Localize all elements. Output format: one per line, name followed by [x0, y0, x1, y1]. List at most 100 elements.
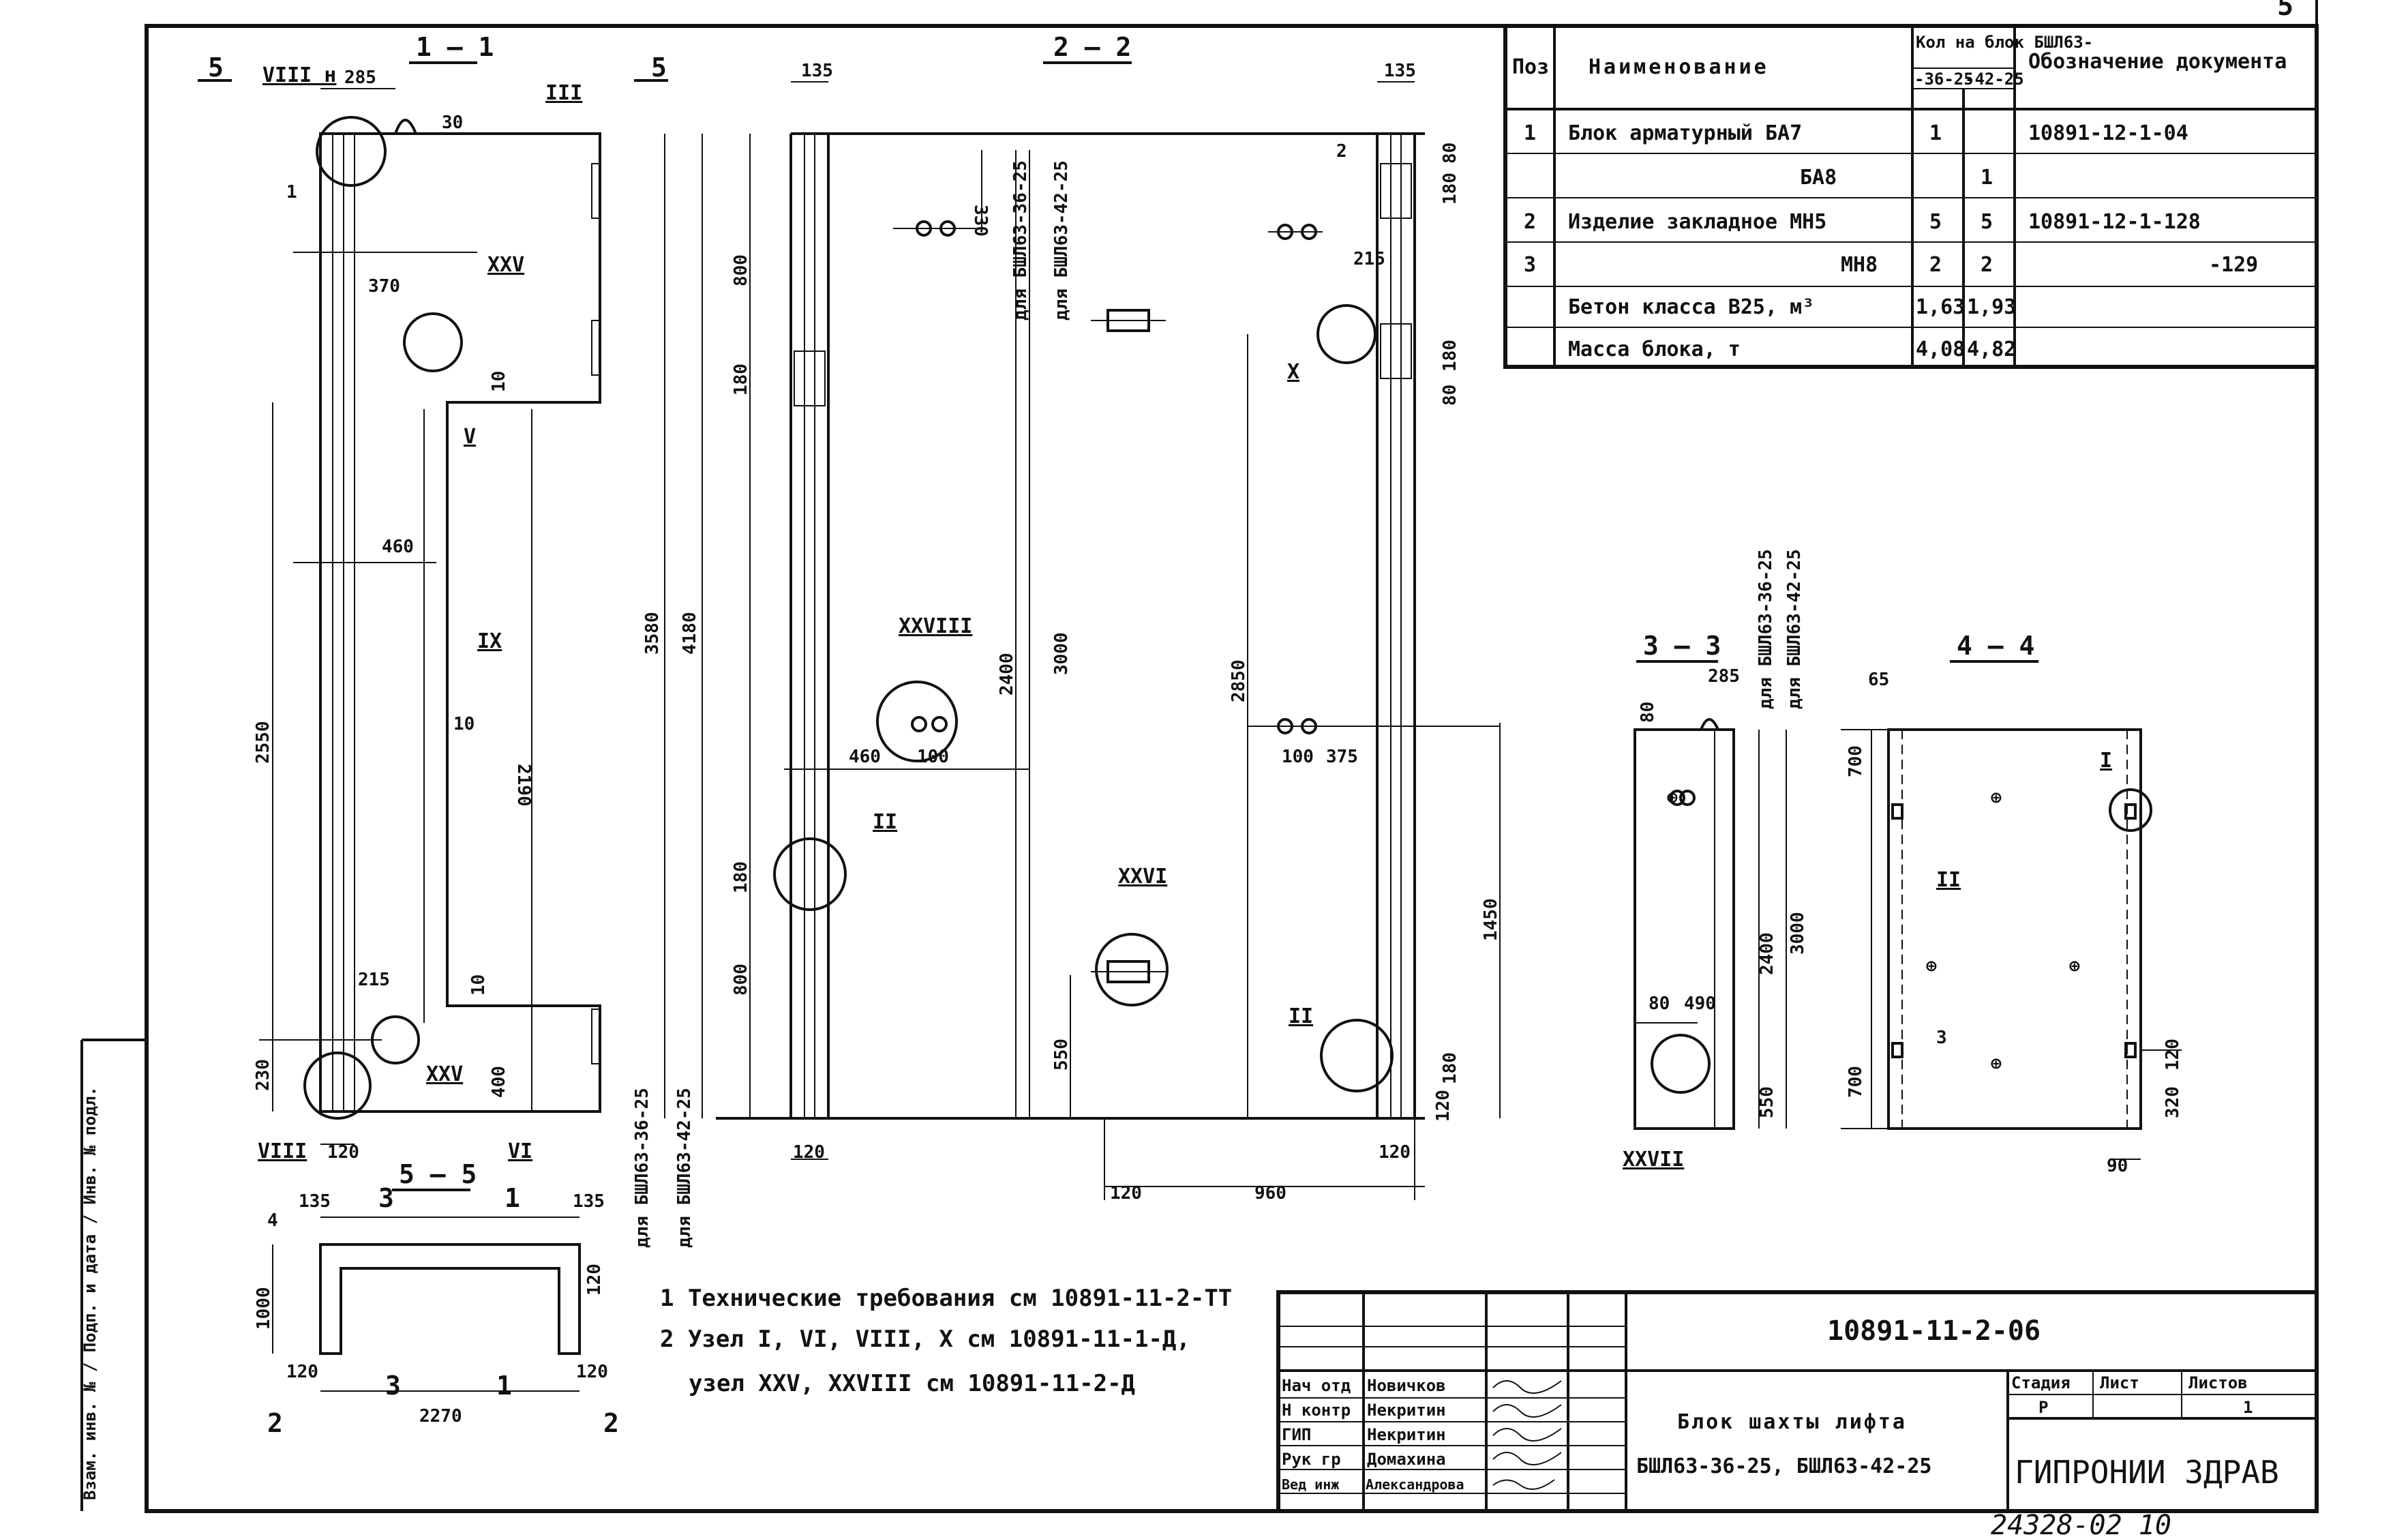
dim-33-3000: 3000	[1788, 912, 1808, 955]
spec-head-qty: Кол на блок БШЛ63-	[1916, 33, 2093, 52]
label-for-42-bottom: для БШЛ63-42-25	[674, 1088, 695, 1248]
dim-22-180a: 180	[731, 363, 751, 396]
note-2: 2 Узел I, VI, VIII, X см 10891-11-1-Д,	[660, 1326, 1190, 1353]
tb-role-4: Рук гр	[1282, 1450, 1341, 1469]
spec-r3-doc: 10891-12-1-128	[2028, 210, 2201, 234]
dim-44-65: 65	[1868, 670, 1889, 690]
dim-22-80a: 80	[1440, 143, 1460, 164]
spec-table: Поз Наименование Кол на блок БШЛ63- -36-…	[1503, 24, 2319, 369]
spec-r5-b: 1,93	[1967, 295, 2016, 319]
insert-mark-d: ⊕	[1991, 1054, 2002, 1074]
dim-44-90: 90	[2107, 1156, 2128, 1176]
cut-1-bottom: 1	[496, 1371, 512, 1401]
section-4-4-outline	[1887, 728, 2142, 1130]
dim-11-400: 400	[489, 1066, 509, 1098]
cut-3-top: 3	[378, 1183, 394, 1213]
signature-5	[1492, 1479, 1555, 1490]
section-2-2-title: 2 — 2	[1053, 32, 1131, 62]
section-1-1: 1 — 1 5 5 285 30 370 10 460 10 2190 10	[198, 32, 668, 1163]
tb-stage: Р	[2038, 1398, 2048, 1417]
tb-code: 10891-11-2-06	[1827, 1315, 2041, 1347]
dim-55-2270: 2270	[419, 1406, 462, 1427]
cut-2-left: 2	[267, 1408, 283, 1438]
spec-head-qty-a: -36-25	[1914, 70, 1974, 89]
dim-22-3000: 3000	[1051, 632, 1072, 675]
node-I: I	[2100, 749, 2112, 773]
dim-55-135b: 135	[573, 1191, 605, 1212]
spec-r6-a: 4,08	[1916, 338, 1965, 361]
signature-3	[1492, 1428, 1562, 1442]
insert-mark-c: ⊕	[2069, 956, 2080, 976]
dim-22-330: 330	[970, 205, 991, 237]
label-33-for42: для БШЛ63-42-25	[1784, 549, 1805, 709]
archive-stamp: 24328-02 10	[1991, 1510, 2171, 1537]
section-3-3: 3 — 3 80 285 2400 3000 80 490 550 700 70…	[1623, 549, 1866, 1172]
spec-r1-pos: 1	[1524, 121, 1536, 145]
dim-22-180d: 180	[1440, 340, 1460, 372]
dim-11-370: 370	[368, 276, 400, 297]
node-X: X	[1287, 360, 1299, 384]
dim-55-120a: 120	[584, 1264, 605, 1296]
title-block: Нач отд Новичков Н контр Некритин ГИП Не…	[1276, 1290, 2319, 1513]
tb-name-1: Новичков	[1367, 1376, 1446, 1395]
dim-22-180b: 180	[731, 861, 751, 893]
dim-22-180c: 180	[1440, 173, 1460, 205]
dim-33-80b: 80	[1649, 994, 1670, 1014]
dim-33-2400: 2400	[1757, 932, 1777, 975]
dim-22-120a: 120	[793, 1142, 825, 1163]
node-XXVIII: XXVIII	[899, 614, 972, 638]
tb-sheet-h: Лист	[2100, 1373, 2139, 1392]
spec-r4-b: 2	[1981, 253, 1993, 277]
section-1-1-outline	[319, 132, 601, 1113]
note-1: 1 Технические требования см 10891-11-2-Т…	[660, 1285, 1232, 1312]
dim-22-960: 960	[1254, 1183, 1286, 1204]
dim-22-1450: 1450	[1481, 898, 1501, 941]
spec-r1-a: 1	[1929, 121, 1942, 145]
dim-55-1000: 1000	[254, 1287, 274, 1330]
dim-11-460: 460	[382, 537, 414, 557]
node-XXV-bottom: XXV	[426, 1062, 463, 1086]
node-XXVI: XXVI	[1118, 865, 1167, 889]
label-33-for36: для БШЛ63-36-25	[1756, 549, 1776, 709]
dim-22-120c: 120	[1379, 1142, 1411, 1163]
tb-title-2: БШЛ63-36-25, БШЛ63-42-25	[1636, 1454, 1931, 1478]
tb-sheets: 1	[2243, 1398, 2253, 1417]
tb-name-2: Некритин	[1367, 1401, 1446, 1420]
note-3: узел XXV, XXVIII см 10891-11-2-Д	[689, 1370, 1135, 1397]
tb-name-3: Некритин	[1367, 1425, 1446, 1444]
dim-22-215: 215	[1353, 249, 1385, 269]
cut-1-top: 1	[505, 1183, 520, 1213]
spec-r6-name: Масса блока, т	[1568, 338, 1741, 361]
section-3-3-outline	[1634, 728, 1735, 1130]
dim-11-30: 30	[442, 113, 463, 133]
tb-role-2: Н контр	[1282, 1401, 1351, 1420]
dim-11-120: 120	[327, 1142, 359, 1163]
dim-22-100a: 100	[917, 747, 949, 767]
dim-22-120b: 120	[1110, 1183, 1142, 1204]
dim-33-490: 490	[1684, 994, 1716, 1014]
section-3-3-title: 3 — 3	[1643, 631, 1721, 661]
dim-44-700a: 700	[1846, 745, 1866, 777]
dim-55-135a: 135	[299, 1191, 331, 1212]
dim-55-4: 4	[267, 1210, 278, 1231]
spec-r5-name: Бетон класса В25, м³	[1568, 295, 1814, 319]
cut-3-bottom: 3	[385, 1371, 401, 1401]
side-strip-label: Взам. инв. № / Подп. и дата / Инв. № под…	[80, 1086, 100, 1500]
dim-22-120d: 120	[1433, 1090, 1454, 1122]
dim-11-2550: 2550	[253, 721, 273, 764]
tb-role-3: ГИП	[1282, 1425, 1311, 1444]
section-2-2: 2 — 2	[632, 32, 1501, 1248]
spec-r2-b: 1	[1981, 166, 1993, 190]
spec-r4-doc: -129	[2209, 253, 2258, 277]
notes: 1 Технические требования см 10891-11-2-Т…	[660, 1285, 1232, 1397]
node-VIII: VIII	[258, 1139, 307, 1163]
dim-22-800a: 800	[731, 254, 751, 286]
dim-55-120c: 120	[576, 1362, 608, 1382]
cut-5-left: 5	[208, 53, 224, 83]
dim-44-700b: 700	[1846, 1066, 1866, 1098]
tb-role-5: Вед инж	[1282, 1476, 1339, 1493]
pos-1-callout: 1	[286, 182, 297, 203]
spec-r4-a: 2	[1929, 253, 1942, 277]
label-for-42-top: для БШЛ63-42-25	[1051, 160, 1072, 320]
sheet-number: 5	[2277, 0, 2293, 22]
